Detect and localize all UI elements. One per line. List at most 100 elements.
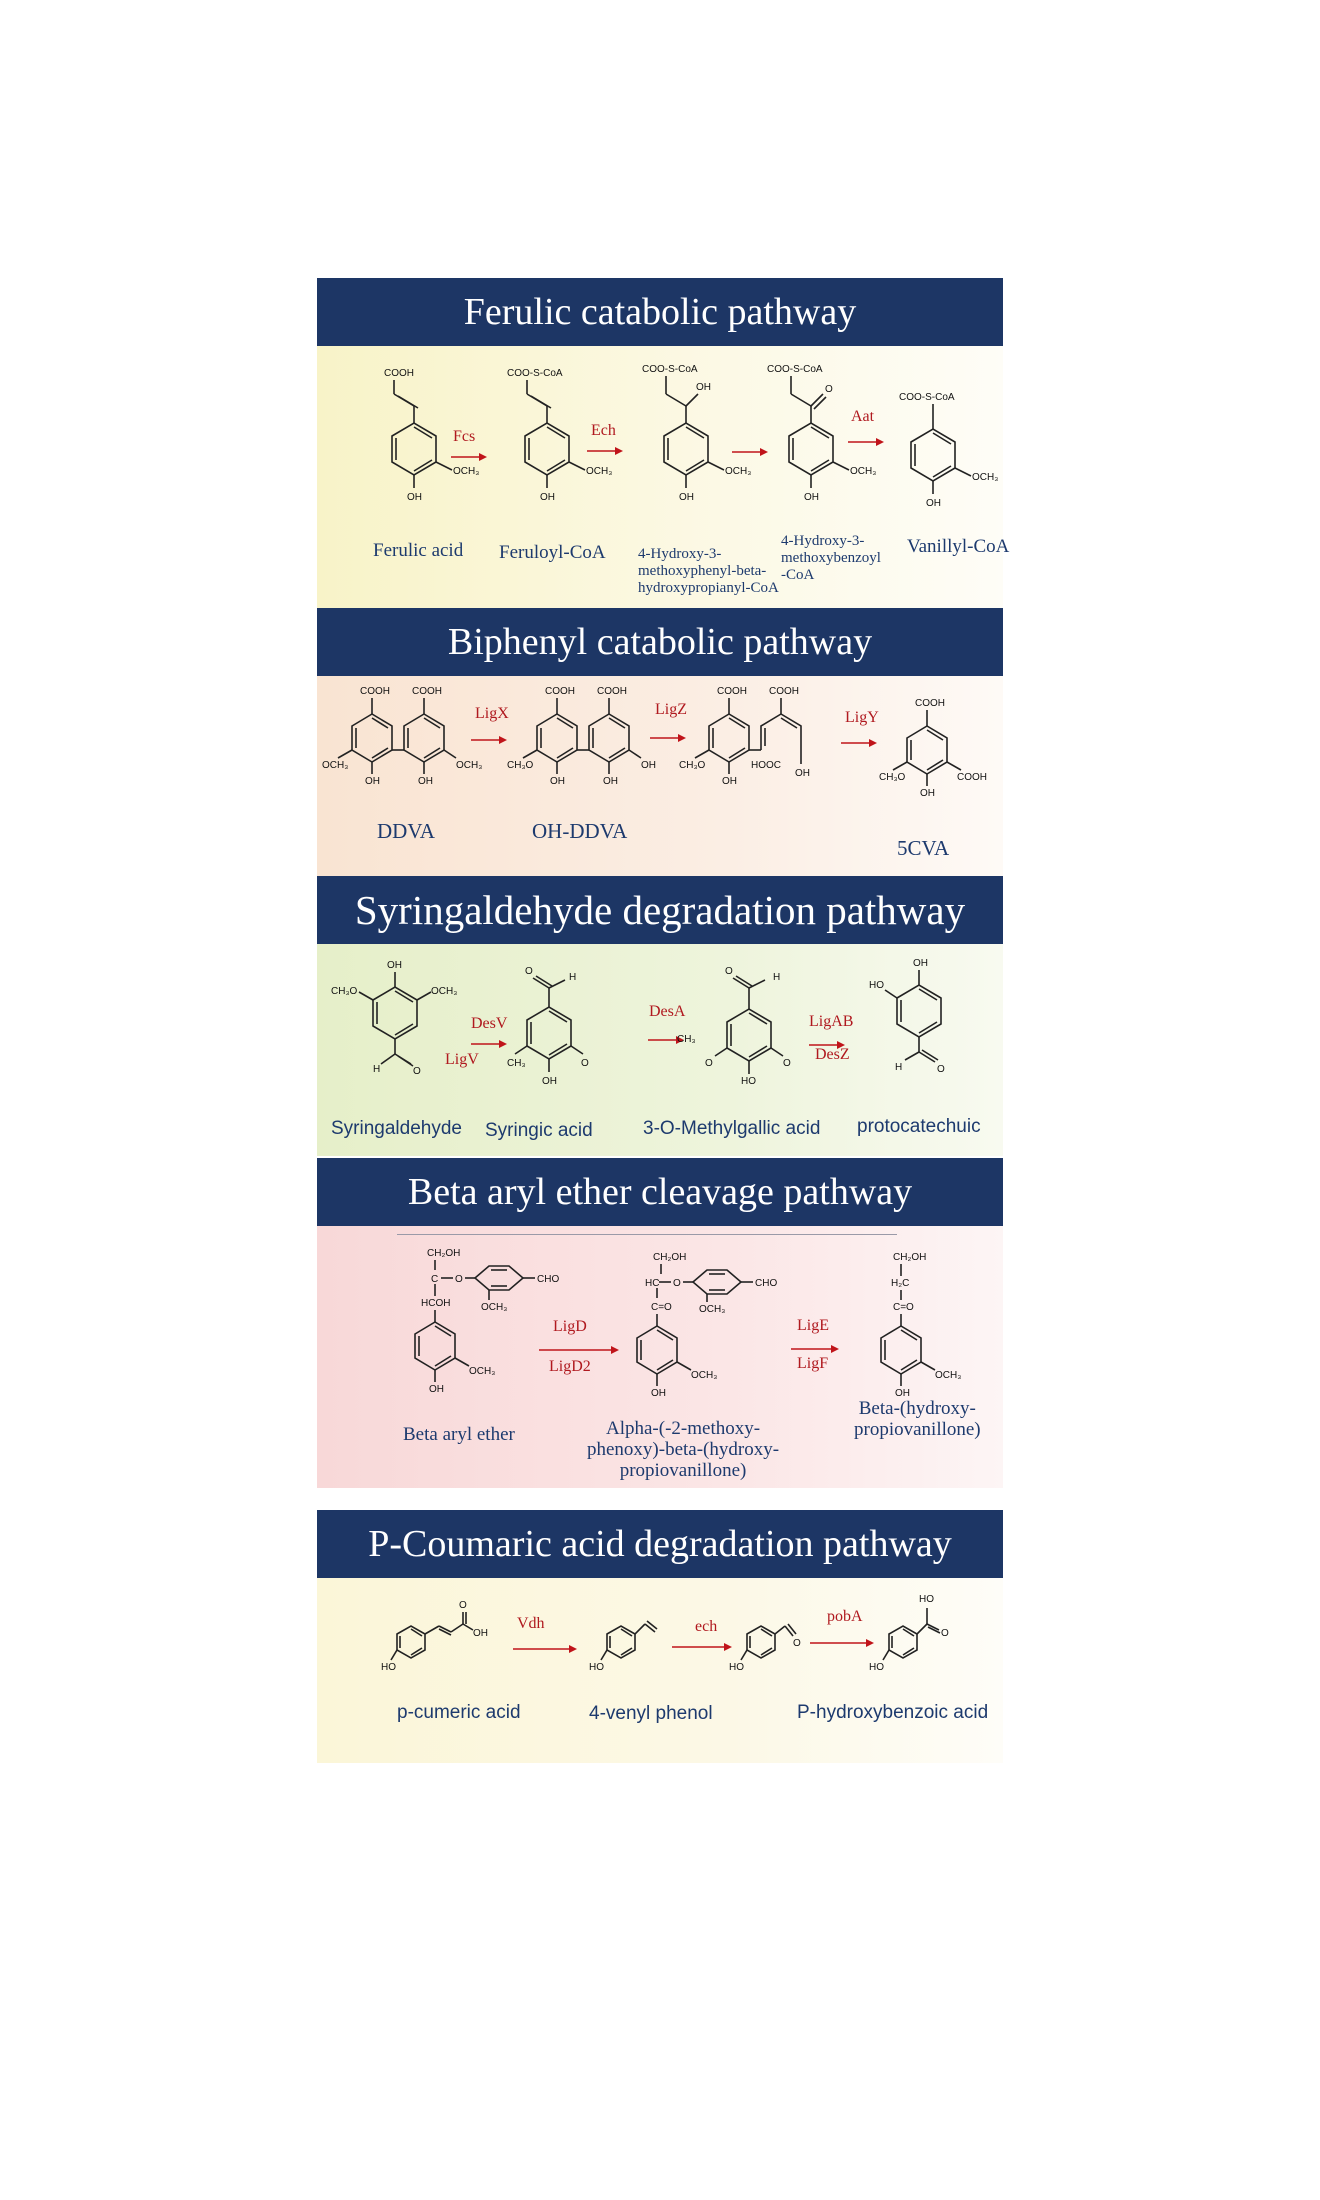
svg-text:COO-S-CoA: COO-S-CoA (899, 392, 955, 403)
svg-text:OH: OH (550, 776, 565, 787)
section-title-p-coumaric: P-Coumaric acid degradation pathway (317, 1510, 1003, 1578)
svg-text:COOH: COOH (769, 686, 799, 697)
svg-text:OCH₃: OCH₃ (972, 472, 998, 483)
svg-text:HO: HO (589, 1662, 604, 1673)
compound-name: 4-Hydroxy-3-methoxyphenyl-beta-hydroxypr… (638, 546, 779, 596)
reaction-arrow (809, 1041, 845, 1049)
svg-text:HO: HO (919, 1594, 934, 1605)
svg-text:OH: OH (365, 776, 380, 787)
svg-text:HOOC: HOOC (751, 760, 781, 771)
section-body-biphenyl (317, 676, 1003, 876)
compound-name: p-cumeric acid (397, 1702, 521, 1723)
compound-name: DDVA (377, 819, 435, 843)
enzyme-label: ech (695, 1618, 718, 1635)
svg-text:COOH: COOH (597, 686, 627, 697)
svg-text:CH₃O: CH₃O (879, 772, 906, 783)
svg-text:O: O (459, 1600, 467, 1611)
compound-name: Feruloyl-CoA (499, 542, 606, 563)
reaction-arrow (451, 453, 487, 461)
enzyme-label: DesZ (815, 1046, 850, 1063)
svg-text:OCH₃: OCH₃ (725, 466, 751, 477)
svg-text:OH: OH (679, 492, 694, 503)
svg-text:H: H (773, 972, 780, 983)
svg-text:O: O (705, 1058, 713, 1069)
enzyme-label: LigZ (655, 701, 687, 718)
svg-text:COOH: COOH (412, 686, 442, 697)
section-title-biphenyl: Biphenyl catabolic pathway (317, 608, 1003, 676)
svg-text:CHO: CHO (755, 1278, 777, 1289)
svg-text:CH₂OH: CH₂OH (427, 1248, 460, 1259)
enzyme-label: Vdh (517, 1615, 545, 1632)
enzyme-label: LigF (797, 1355, 829, 1372)
enzyme-label: Fcs (453, 428, 476, 445)
svg-text:COO-S-CoA: COO-S-CoA (642, 364, 698, 375)
compound-name: 4-Hydroxy-3-methoxybenzoyl-CoA (781, 533, 881, 583)
reaction-arrow (672, 1643, 732, 1651)
reaction-arrow (471, 1040, 507, 1048)
compound-name: Alpha-(-2-methoxy-phenoxy)-beta-(hydroxy… (587, 1418, 780, 1481)
svg-text:O: O (581, 1058, 589, 1069)
svg-text:COOH: COOH (384, 368, 414, 379)
enzyme-label: Ech (591, 422, 616, 439)
compound-name: protocatechuic (857, 1116, 981, 1137)
enzyme-label: LigV (445, 1051, 479, 1068)
svg-text:COOH: COOH (957, 772, 987, 783)
svg-text:OCH₃: OCH₃ (456, 760, 482, 771)
compound-name: 4-venyl phenol (589, 1703, 713, 1724)
enzyme-label: LigX (475, 705, 509, 722)
svg-text:OCH₃: OCH₃ (322, 760, 348, 771)
svg-text:OH: OH (895, 1388, 910, 1399)
svg-text:O: O (413, 1066, 421, 1077)
svg-text:H₂C: H₂C (891, 1278, 909, 1289)
svg-text:CH₃: CH₃ (507, 1058, 526, 1069)
compound-name: Beta aryl ether (403, 1424, 515, 1445)
section-title-beta-aryl-ether: Beta aryl ether cleavage pathway (317, 1158, 1003, 1226)
enzyme-label: LigY (845, 709, 879, 726)
compound-name: 5CVA (897, 836, 950, 860)
svg-text:HO: HO (741, 1076, 756, 1087)
svg-text:OCH₃: OCH₃ (699, 1304, 725, 1315)
svg-text:OH: OH (418, 776, 433, 787)
svg-text:CH₂OH: CH₂OH (653, 1252, 686, 1263)
svg-text:OH: OH (795, 768, 810, 779)
reaction-arrow (848, 438, 884, 446)
reaction-arrow (471, 736, 507, 744)
svg-text:HO: HO (381, 1662, 396, 1673)
compound-name: Syringic acid (485, 1120, 593, 1141)
molecule-ddva: COOH COOH OCH₃ OCH₃ OH OH (322, 686, 482, 787)
divider-line (397, 1234, 897, 1235)
svg-text:HO: HO (869, 980, 884, 991)
reaction-arrow (732, 448, 768, 456)
svg-text:COOH: COOH (360, 686, 390, 697)
enzyme-label: Aat (851, 408, 875, 425)
enzyme-label: LigD2 (549, 1358, 591, 1375)
molecule-p-coumaric-acid: O OH HO (381, 1600, 488, 1673)
enzyme-label: LigE (797, 1317, 829, 1334)
compound-name: 3-O-Methylgallic acid (643, 1118, 821, 1139)
svg-text:OCH₃: OCH₃ (850, 466, 876, 477)
section-body-ferulic (317, 346, 1003, 608)
svg-text:OH: OH (651, 1388, 666, 1399)
enzyme-label: DesV (471, 1015, 508, 1032)
svg-text:O: O (783, 1058, 791, 1069)
svg-text:OH: OH (641, 760, 656, 771)
svg-text:OCH₃: OCH₃ (469, 1366, 495, 1377)
svg-text:OH: OH (920, 788, 935, 799)
svg-text:OCH₃: OCH₃ (453, 466, 479, 477)
svg-text:O: O (725, 966, 733, 977)
compound-name: P-hydroxybenzoic acid (797, 1702, 989, 1723)
enzyme-label: pobA (827, 1608, 863, 1625)
svg-text:CH₃: CH₃ (677, 1034, 696, 1045)
svg-text:OH: OH (473, 1628, 488, 1639)
svg-text:OCH₃: OCH₃ (691, 1370, 717, 1381)
